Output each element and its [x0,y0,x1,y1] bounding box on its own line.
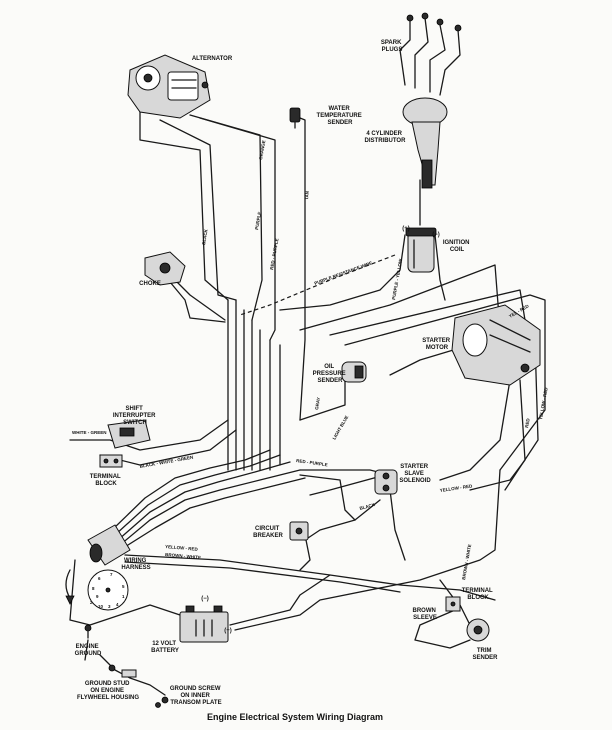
wire-label-black-solenoid: BLACK [359,502,376,511]
pin-label: 9 [96,594,99,599]
pin-label: 3 [108,604,111,609]
wire-label-light-blue: LIGHT BLUE [332,415,350,441]
wire-label-red-purple-harness: RED - PURPLE [296,458,328,467]
terminal-block-right [445,596,461,612]
coil-plus-label: (+) [402,226,410,232]
ground-stud-label: GROUND STUD ON ENGINE FLYWHEEL HOUSING [77,681,139,701]
engine-ground [84,624,92,639]
wire-label-gray: GRAY [314,397,321,410]
ignition-coil-label: IGNITION COIL [443,240,471,253]
distributor-label: 4 CYLINDER DISTRIBUTOR [365,131,407,144]
trim-sender-label: TRIM SENDER [472,648,498,661]
terminal-block-right-label: TERMINAL BLOCK [462,588,495,601]
starter-slave-solenoid [374,469,398,495]
battery-minus-label: (−) [201,596,209,602]
wire-label-brown-white-harness: BROWN - WHITE [165,552,201,560]
wire-label-brown-white: BROWN - WHITE [461,544,472,580]
wire-label-purple-yellow: PURPLE - YELLOW [391,258,403,300]
water-temp-sender-label: WATER TEMPERATURE SENDER [317,106,364,126]
wiring-harness-plug [87,524,131,566]
wire-label-yellow-red-solenoid: YELLOW - RED [439,483,473,493]
pin-label: 7 [110,572,113,577]
harness-pin-diagram [65,569,129,611]
spark-plugs-label: SPARK PLUGS [381,40,403,53]
wire-label-black-white-green: BLACK - WHITE - GREEN [139,455,193,469]
pin-label: 5 [122,584,125,589]
circuit-breaker [289,521,309,541]
water-temperature-sender [289,107,301,129]
wire-label-orange: ORANGE [258,140,266,160]
battery-label: 12 VOLT BATTERY [151,641,179,654]
pin-label: 6 [98,576,101,581]
ground-stud [108,664,137,678]
ground-screw-label: GROUND SCREW ON INNER TRANSOM PLATE [170,686,222,706]
terminal-block-left [99,454,123,468]
ignition-coil [405,227,437,273]
wire-label-yellow-red-harness: YELLOW - RED [165,544,199,552]
wire-label-black: BLACK [201,228,209,245]
distributor [399,12,462,189]
pin-label: 8 [92,586,95,591]
engine-ground-label: ENGINE GROUND [75,644,102,657]
battery [179,605,229,643]
starter-solenoid-label: STARTER SLAVE SOLENOID [399,464,431,484]
starter-motor-label: STARTER MOTOR [422,338,452,351]
wire-label-red: RED [524,417,531,428]
coil-minus-label: (−) [432,232,440,238]
pin-label: 10 [98,604,104,609]
shift-interrupter-switch [107,419,151,449]
alternator-label: ALTERNATOR [192,56,233,62]
oil-pressure-sender-label: OIL PRESSURE SENDER [313,364,348,384]
wire-network [69,109,546,696]
wire-label-yellow-red: YELLOW - RED [538,386,549,420]
wire-label-white-green: WHITE - GREEN [72,430,107,435]
pin-label: 4 [116,602,119,607]
shift-switch-label: SHIFT INTERRUPTER SWITCH [113,406,157,426]
diagram-title: Engine Electrical System Wiring Diagram [207,712,383,722]
wire-label-red-purple: RED - PURPLE [269,238,279,270]
circuit-breaker-label: CIRCUIT BREAKER [253,526,283,539]
wire-label-tan: TAN [304,191,310,200]
wire-label-purple-resistance: PURPLE RESISTANCE WIRE [314,260,373,286]
alternator [127,54,211,119]
wire-label-purple: PURPLE [254,211,262,230]
brown-sleeve-label: BROWN SLEEVE [412,608,437,621]
trim-sender [466,618,490,642]
starter-motor [451,304,541,386]
ground-screw [155,696,169,708]
pin-label: 1 [122,594,125,599]
battery-plus-label: (+) [224,628,232,634]
choke-label: CHOKE [139,281,161,287]
harness-pin-labels: 7 6 8 9 2 10 3 4 1 5 [90,572,125,609]
pin-label: 2 [90,600,93,605]
choke [144,251,186,286]
oil-pressure-sender [341,361,367,383]
wiring-harness-label: WIRING HARNESS [121,558,150,571]
terminal-block-left-label: TERMINAL BLOCK [90,474,123,487]
